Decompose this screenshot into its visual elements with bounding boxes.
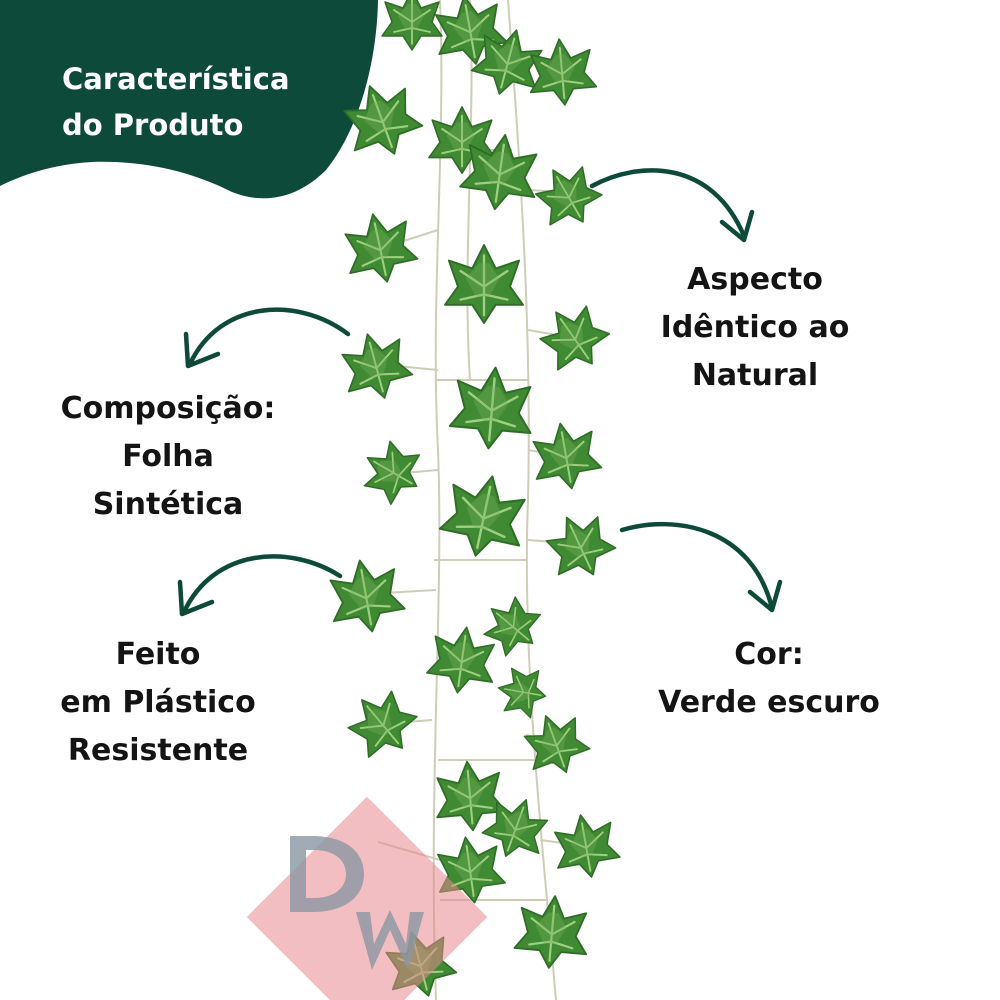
badge-title-line-1: Característica (62, 62, 290, 96)
corner-badge-shape (0, 0, 378, 199)
feature-composition-line-3: Sintética (92, 487, 244, 522)
arrow-to-material (177, 554, 343, 617)
arrow-to-appearance (589, 168, 755, 243)
feature-material-line-3: Resistente (67, 733, 249, 768)
feature-composition-line-1: Composição: (60, 391, 276, 426)
feature-composition: Composição: Folha Sintética (18, 385, 318, 529)
badge-title: Característica do Produto (62, 56, 290, 148)
arrow-to-color (619, 522, 783, 613)
arrow-to-composition (183, 307, 351, 369)
feature-color-line-1: Cor: (734, 637, 804, 672)
feature-color: Cor: Verde escuro (619, 631, 919, 727)
feature-appearance-line-2: Idêntico ao (660, 310, 850, 345)
badge-title-line-2: do Produto (62, 108, 244, 142)
feature-composition-line-2: Folha (122, 439, 214, 474)
feature-color-line-2: Verde escuro (658, 685, 880, 720)
feature-material-line-1: Feito (115, 637, 201, 672)
feature-appearance: Aspecto Idêntico ao Natural (605, 256, 905, 400)
feature-material-line-2: em Plástico (60, 685, 256, 720)
feature-material: Feito em Plástico Resistente (8, 631, 308, 775)
feature-appearance-line-1: Aspecto (687, 262, 823, 297)
feature-appearance-line-3: Natural (691, 358, 819, 393)
